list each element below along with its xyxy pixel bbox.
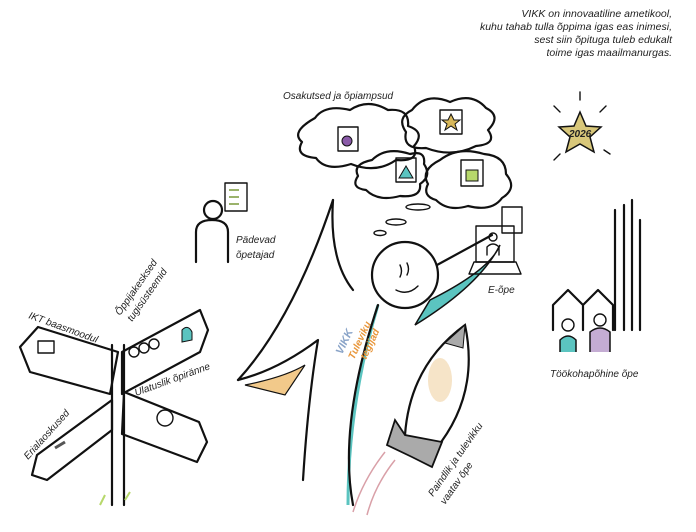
intro-text: VIKK on innovaatiline ametikool, kuhu ta… bbox=[480, 8, 672, 60]
intro-line: toime igas maailmanurgas. bbox=[546, 47, 672, 59]
teachers-label-1: Pädevad bbox=[236, 235, 276, 246]
document-circle-icon bbox=[337, 126, 359, 152]
star-2026: 2026 bbox=[553, 91, 611, 161]
intro-line: kuhu tahab tulla õppima igas eas inimesi… bbox=[479, 21, 672, 33]
workplace-label: Töökohapõhine õpe bbox=[550, 369, 639, 380]
signpost: IKT baasmoodul Õppijakesksed tugisüsteem… bbox=[18, 256, 212, 507]
intro-line: VIKK on innovaatiline ametikool, bbox=[521, 8, 672, 20]
superhero-figure: VIKK Tuleviku tegijad bbox=[236, 198, 501, 507]
document-star-icon bbox=[439, 109, 463, 135]
document-square-icon bbox=[460, 159, 484, 187]
elearning-laptop: E-õpe bbox=[468, 206, 523, 296]
teacher-figure: Pädevad õpetajad bbox=[194, 182, 276, 264]
star-year: 2026 bbox=[568, 129, 592, 140]
document-triangle-icon bbox=[395, 157, 417, 183]
elearning-label: E-õpe bbox=[488, 285, 515, 296]
intro-line: sest siin õpituga tuleb edukalt bbox=[534, 34, 672, 46]
teachers-label-2: õpetajad bbox=[236, 250, 275, 261]
clouds-label: Osakutsed ja õpiampsud bbox=[283, 91, 394, 102]
workplace-scene: Töökohapõhine õpe bbox=[550, 198, 642, 380]
rocket: Paindlik ja tulevikku vaatav õpe bbox=[352, 323, 486, 516]
thought-clouds: Osakutsed ja õpiampsud bbox=[283, 91, 513, 237]
